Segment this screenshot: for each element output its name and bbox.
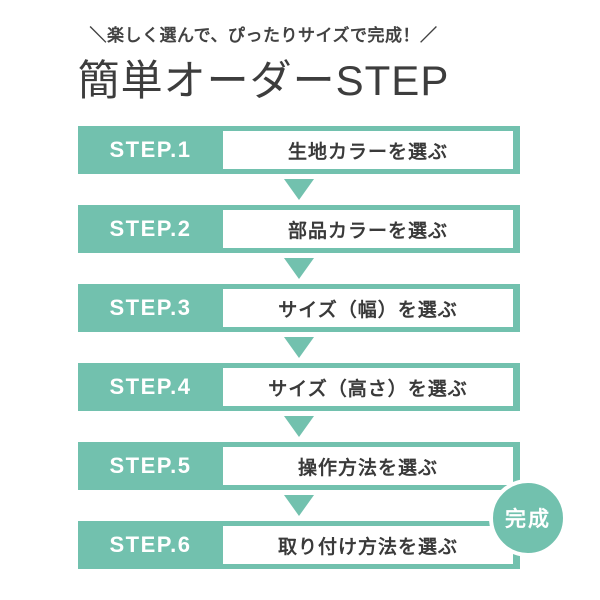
step-connector <box>78 253 520 284</box>
arrow-down-icon <box>284 179 314 200</box>
step-row-3: STEP.3 サイズ（幅）を選ぶ <box>78 284 520 332</box>
step-number-label: STEP.4 <box>109 374 192 399</box>
step-row-5: STEP.5 操作方法を選ぶ <box>78 442 520 490</box>
step-connector <box>78 411 520 442</box>
step-number-label: STEP.5 <box>109 453 192 478</box>
arrow-down-icon <box>284 258 314 279</box>
step-number-label: STEP.3 <box>109 295 192 320</box>
step-row-6: STEP.6 取り付け方法を選ぶ <box>78 521 520 569</box>
step-row-1: STEP.1 生地カラーを選ぶ <box>78 126 520 174</box>
step-description: 操作方法を選ぶ <box>223 447 513 485</box>
step-row-4: STEP.4 サイズ（高さ）を選ぶ <box>78 363 520 411</box>
step-description: サイズ（高さ）を選ぶ <box>223 368 513 406</box>
step-row-2: STEP.2 部品カラーを選ぶ <box>78 205 520 253</box>
step-number-label: STEP.1 <box>109 137 192 162</box>
step-connector <box>78 332 520 363</box>
step-description: サイズ（幅）を選ぶ <box>223 289 513 327</box>
step-description: 部品カラーを選ぶ <box>223 210 513 248</box>
page-title: 簡単オーダーSTEP <box>77 57 450 104</box>
steps-flow: STEP.1 生地カラーを選ぶ STEP.2 部品カラーを選ぶ STEP.3 サ… <box>78 126 520 569</box>
step-number-label: STEP.2 <box>109 216 192 241</box>
step-description: 取り付け方法を選ぶ <box>223 526 513 564</box>
completion-badge: 完成 <box>489 479 567 557</box>
tagline: ＼楽しく選んで、ぴったりサイズで完成！／ <box>89 26 438 45</box>
arrow-down-icon <box>284 495 314 516</box>
arrow-down-icon <box>284 337 314 358</box>
arrow-down-icon <box>284 416 314 437</box>
step-description: 生地カラーを選ぶ <box>223 131 513 169</box>
step-connector <box>78 490 520 521</box>
step-number-label: STEP.6 <box>109 532 192 557</box>
step-connector <box>78 174 520 205</box>
